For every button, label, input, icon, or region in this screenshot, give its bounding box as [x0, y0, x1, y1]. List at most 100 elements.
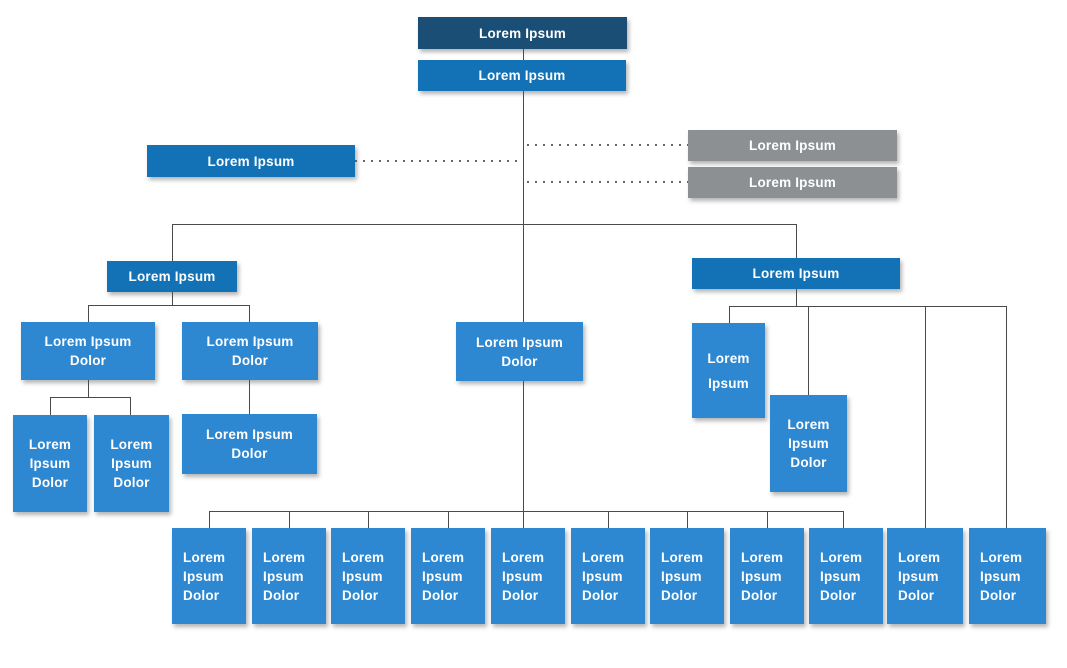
org-node-label-line: Lorem	[342, 549, 385, 565]
org-node-label-line: Lorem	[28, 437, 72, 452]
connector-vertical-line	[448, 511, 449, 528]
org-node-label-line: Dolor	[231, 446, 268, 461]
org-node-label-line: Lorem	[661, 549, 704, 565]
connector-vertical-line	[289, 511, 290, 528]
org-node-label-line: Lorem Ipsum	[478, 68, 566, 83]
connector-vertical-line	[523, 91, 524, 322]
org-node-label-line: Lorem	[741, 549, 784, 565]
org-node-label-line: Lorem Ipsum	[476, 334, 563, 350]
org-node-label-line: Lorem	[110, 437, 153, 452]
org-node-label-line: Lorem Ipsum	[206, 334, 294, 349]
org-node-label-line: Lorem	[422, 549, 465, 565]
org-node-advisor-bottom: Lorem Ipsum	[688, 167, 897, 198]
org-node-label-line: Ipsum	[898, 568, 939, 584]
org-node-root: Lorem Ipsum	[418, 17, 627, 49]
org-node-label-line: Lorem	[898, 549, 941, 565]
connector-vertical-line	[843, 511, 844, 528]
org-node-label-line: Lorem	[183, 549, 226, 565]
connector-vertical-line	[925, 306, 926, 528]
org-node-label-line: Lorem Ipsum	[128, 269, 216, 284]
org-node-label-line: Lorem Ipsum	[206, 427, 293, 442]
org-node-label-line: Dolor	[263, 587, 300, 603]
org-node-label-line: Lorem Ipsum	[44, 334, 132, 349]
org-node-label-line: Ipsum	[582, 568, 623, 584]
org-node-deputy: Lorem Ipsum	[418, 60, 626, 91]
org-node-label-line: Dolor	[501, 353, 538, 369]
org-node-label-line: Ipsum	[263, 568, 304, 584]
connector-vertical-line	[130, 397, 131, 415]
org-node-label-line: Dolor	[113, 475, 150, 490]
org-node-label-line: Ipsum	[111, 456, 152, 471]
org-node-label-line: Dolor	[231, 353, 269, 368]
org-node-label-line: Ipsum	[422, 568, 463, 584]
org-node-label-line: Ipsum	[183, 568, 224, 584]
org-node-label-line: Ipsum	[820, 568, 861, 584]
org-node-branch-left: Lorem Ipsum	[107, 261, 237, 292]
org-node-label-line: Dolor	[898, 587, 935, 603]
connector-dotted-line	[527, 181, 688, 183]
org-node-staff-left: Lorem Ipsum	[147, 145, 355, 177]
org-node-label-line: Ipsum	[788, 436, 829, 451]
connector-vertical-line	[523, 381, 524, 528]
connector-vertical-line	[808, 306, 809, 395]
org-node-advisor-top: Lorem Ipsum	[688, 130, 897, 161]
connector-horizontal-line	[88, 305, 249, 306]
org-node-label-line: Ipsum	[741, 568, 782, 584]
connector-vertical-line	[88, 380, 89, 397]
org-node-label-line: Dolor	[661, 587, 698, 603]
connector-horizontal-line	[172, 224, 796, 225]
connector-vertical-line	[767, 511, 768, 528]
org-node-label-line: Lorem	[787, 417, 830, 432]
connector-vertical-line	[249, 380, 250, 414]
org-node-label-line: Lorem	[980, 549, 1023, 565]
org-node-label-line: Lorem Ipsum	[479, 25, 566, 41]
connector-horizontal-line	[729, 306, 1006, 307]
org-node-label-line: Ipsum	[661, 568, 702, 584]
org-node-label-line: Ipsum	[980, 568, 1021, 584]
org-node-label-line: Dolor	[980, 587, 1017, 603]
org-node-label-line: Lorem Ipsum	[752, 266, 840, 281]
connector-vertical-line	[172, 224, 173, 261]
org-node-label-line: Dolor	[422, 587, 459, 603]
org-node-label-line: Dolor	[31, 475, 69, 490]
connector-vertical-line	[249, 305, 250, 322]
org-node-label-line: Dolor	[342, 587, 379, 603]
org-node-label-line: Ipsum	[29, 456, 71, 471]
org-node-label-line: Lorem	[502, 549, 545, 565]
connector-vertical-line	[209, 511, 210, 528]
connector-vertical-line	[88, 305, 89, 322]
connector-vertical-line	[796, 224, 797, 258]
connector-dotted-line	[355, 160, 521, 162]
org-node-label-line: Lorem Ipsum	[207, 153, 295, 169]
org-node-label-line: Ipsum	[502, 568, 543, 584]
org-node-label-line: Ipsum	[342, 568, 383, 584]
connector-horizontal-line	[50, 397, 130, 398]
connector-vertical-line	[729, 306, 730, 323]
connector-vertical-line	[368, 511, 369, 528]
org-node-label-line: Dolor	[790, 455, 827, 470]
org-node-label-line: Dolor	[820, 587, 857, 603]
org-node-branch-right: Lorem Ipsum	[692, 258, 900, 289]
org-node-label-line: Ipsum	[708, 375, 749, 391]
connector-vertical-line	[608, 511, 609, 528]
connector-vertical-line	[50, 397, 51, 415]
connector-vertical-line	[172, 291, 173, 305]
connector-dotted-line	[527, 144, 688, 146]
org-node-label-line: Lorem Ipsum	[749, 138, 836, 153]
org-node-label-line: Lorem	[707, 350, 750, 366]
